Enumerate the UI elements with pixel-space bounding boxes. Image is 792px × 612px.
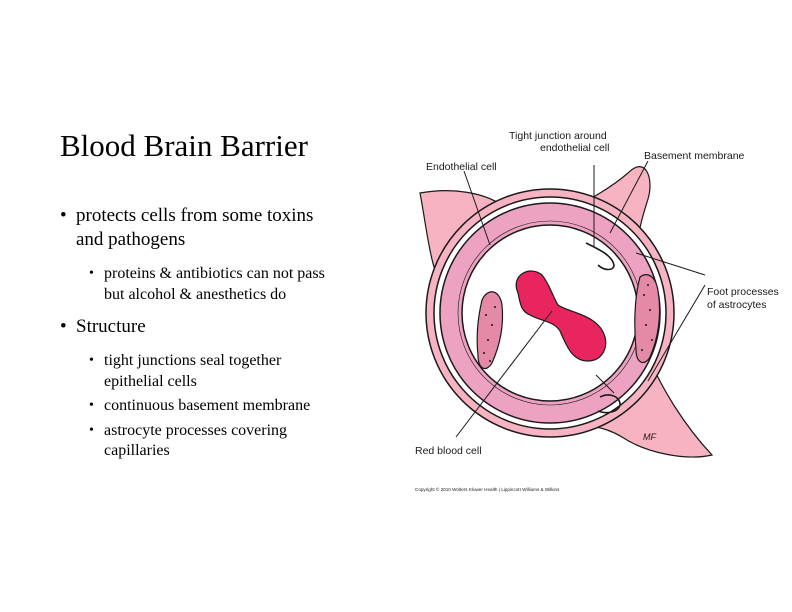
red-blood-cell: [515, 270, 607, 362]
pointer-rbc: [455, 310, 553, 438]
bbb-diagram: Tight junction around endothelial cell E…: [400, 125, 790, 495]
bullet-structure: • Structure: [60, 315, 390, 339]
bullet-dot: •: [60, 205, 67, 226]
tight-junction-fold-top: [585, 242, 615, 271]
sub-bullet-dot: •: [89, 353, 94, 368]
copyright-notice: Copyright © 2010 Wolters Kluwer Health |…: [415, 486, 560, 492]
sub-bullet-text: proteins & antibiotics can not pass: [104, 265, 325, 282]
nucleus-stipple: [483, 284, 653, 362]
endothelial-nuclei: [476, 274, 661, 370]
sub-bullet-text: epithelial cells: [104, 372, 197, 390]
tight-junction-fold-bottom: [597, 394, 621, 414]
pointer-endothelial: [463, 170, 491, 246]
sub-bullet-astrocyte: • astrocyte processes covering capillari…: [60, 421, 390, 462]
sub-bullet-dot: •: [89, 422, 94, 438]
bullet-dot: •: [60, 316, 67, 337]
slide-title: Blood Brain Barrier: [60, 128, 308, 163]
artist-signature: MF: [643, 432, 656, 442]
label-red-blood-cell: Red blood cell: [415, 445, 482, 457]
nucleus-left: [476, 291, 504, 370]
sub-bullet-dot: •: [89, 398, 94, 413]
label-basement-membrane: Basement membrane: [644, 150, 745, 162]
pointer-basement: [609, 160, 649, 234]
sub-bullet-text: tight junctions seal together: [104, 352, 282, 369]
label-foot-processes-2: of astrocytes: [707, 299, 767, 311]
sub-bullet-dot: •: [89, 266, 94, 281]
sub-bullet-basement: • continuous basement membrane: [60, 396, 390, 417]
pointer-foot-bottom: [647, 284, 706, 382]
label-foot-processes-1: Foot processes: [707, 286, 779, 298]
diagram-svg: Tight junction around endothelial cell E…: [415, 130, 779, 492]
sub-bullet-text: capillaries: [104, 442, 170, 459]
label-tight-junction-2: endothelial cell: [540, 142, 609, 154]
pointer-lines: [455, 160, 706, 438]
bullet-protects: • protects cells from some toxins and pa…: [60, 204, 390, 252]
sub-bullet-tight-junctions: • tight junctions seal together epitheli…: [60, 351, 390, 392]
sub-bullet-proteins: • proteins & antibiotics can not pass bu…: [60, 264, 390, 305]
nucleus-right: [634, 274, 661, 364]
bullet-text: protects cells from some toxins: [76, 205, 314, 226]
sub-bullet-text: continuous basement membrane: [104, 397, 311, 414]
pointer-tight-bottom: [595, 374, 615, 394]
bullet-text: and pathogens: [76, 229, 186, 250]
bullet-list: • protects cells from some toxins and pa…: [60, 204, 390, 466]
figure-labels: Tight junction around endothelial cell E…: [415, 130, 779, 492]
label-tight-junction-1: Tight junction around: [509, 130, 607, 142]
label-endothelial-cell: Endothelial cell: [426, 161, 497, 173]
sub-bullet-text: but alcohol & anesthetics do: [104, 285, 287, 303]
sub-bullet-text: astrocyte processes covering: [104, 421, 288, 439]
bullet-text: Structure: [76, 316, 146, 337]
pointer-foot-top: [635, 252, 706, 276]
